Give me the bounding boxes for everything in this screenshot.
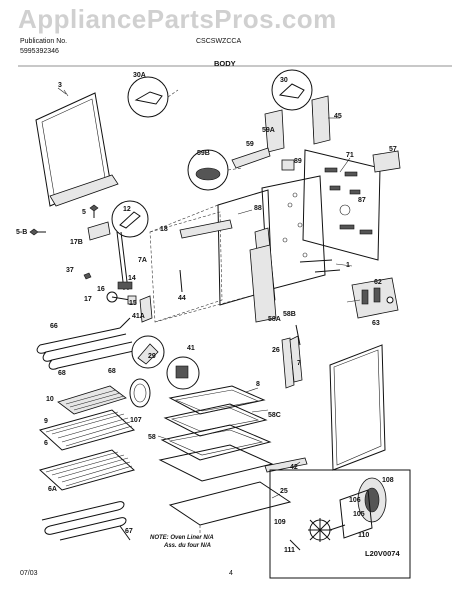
door-panel-right: [329, 344, 386, 471]
callout-15: 15: [129, 300, 137, 307]
callout-14: 14: [128, 275, 136, 282]
callout-63: 63: [372, 320, 380, 327]
part-6-rack: [38, 409, 136, 451]
part-10-broiler-pan: [57, 385, 127, 415]
callout-9: 9: [44, 418, 48, 425]
callout-12: 12: [123, 206, 131, 213]
callout-111: 111: [284, 547, 295, 554]
note-line1: NOTE: Oven Liner N/A: [150, 535, 214, 541]
callout-105: 105: [353, 511, 365, 518]
callout-107: 107: [130, 417, 142, 424]
callout-59: 59: [246, 141, 254, 148]
part-5-screws: [29, 204, 99, 236]
callout-59B: 59B: [197, 150, 210, 157]
callout-5: 5: [82, 209, 86, 216]
part-59-brackets: [231, 109, 285, 169]
callout-7: 7: [297, 360, 301, 367]
callout-25: 25: [280, 488, 288, 495]
callout-58: 58: [148, 434, 156, 441]
callout-30: 30: [280, 77, 288, 84]
part-9-drawer-pan: [158, 444, 274, 482]
callout-7A: 7A: [138, 257, 147, 264]
leader-lines: [63, 89, 361, 499]
model-number: CSCSWZCCA: [196, 38, 242, 45]
part-30-bubble: [271, 69, 313, 111]
part-8-top-tray: [168, 385, 266, 415]
section-title: BODY: [214, 59, 236, 68]
callout-58C: 58C: [268, 412, 281, 419]
callout-41: 41: [187, 345, 195, 352]
callout-41A: 41A: [132, 313, 145, 320]
callout-37: 37: [66, 267, 74, 274]
part-59B-bubble: [187, 149, 243, 191]
note-line2: Ass. du four N/A: [164, 543, 212, 549]
callout-59A: 59A: [262, 127, 275, 134]
callout-57: 57: [389, 146, 397, 153]
callout-30A: 30A: [133, 72, 146, 79]
callout-16: 16: [97, 286, 105, 293]
callout-1: 1: [346, 262, 350, 269]
callout-8: 8: [256, 381, 260, 388]
callout-66: 66: [50, 323, 58, 330]
callout-110: 110: [358, 532, 370, 539]
callout-17: 17: [84, 296, 92, 303]
callout-89: 89: [294, 158, 302, 165]
part-16-17-15: [106, 291, 137, 305]
part-66-broil-element: [36, 317, 139, 370]
part-25-bottom-panel: [168, 481, 292, 535]
callout-3: 3: [58, 82, 62, 89]
part-6A-rack: [38, 449, 136, 491]
convection-fan-assembly: [269, 469, 411, 579]
callout-5-B: 5-B: [16, 229, 28, 236]
callout-44: 44: [178, 295, 186, 302]
callout-108: 108: [382, 477, 394, 484]
part-12-bubble: [111, 200, 149, 238]
callout-6: 6: [44, 440, 48, 447]
part-58-tray: [160, 424, 272, 461]
callout-109: 109: [274, 519, 286, 526]
callout-45: 45: [334, 113, 342, 120]
callout-88: 88: [254, 205, 262, 212]
part-71-rear-panel: [302, 149, 381, 261]
publication-label: Publication No.: [20, 38, 68, 45]
callout-58B: 58B: [283, 311, 296, 318]
part-41-bubble: [166, 356, 200, 390]
publication-number: 5995392346: [20, 48, 59, 55]
callout-58A: 58A: [268, 316, 281, 323]
watermark: AppliancePartsPros.com: [18, 4, 337, 34]
part-67-bake-element: [41, 501, 131, 541]
part-29-bubble: [131, 335, 165, 369]
callout-106: 106: [349, 497, 361, 504]
callout-10: 10: [46, 396, 54, 403]
callout-42: 42: [290, 464, 298, 471]
part-45-bracket: [311, 95, 331, 145]
part-58C-frame: [163, 403, 268, 437]
part-62-63-terminal-block: [351, 277, 399, 319]
callout-68b: 68: [108, 368, 116, 375]
part-26-7-hinges: [281, 324, 303, 389]
footer-date: 07/03: [20, 570, 38, 577]
part-42-strip: [264, 457, 308, 473]
diagram-code: L20V0074: [365, 549, 400, 558]
callout-6A: 6A: [48, 486, 57, 493]
callout-67: 67: [125, 528, 133, 535]
callout-17B: 17B: [70, 239, 83, 246]
callout-87: 87: [358, 197, 366, 204]
callout-71: 71: [346, 152, 354, 159]
part-7A-14-rods: [116, 231, 133, 291]
callout-68a: 68: [58, 370, 66, 377]
part-3-door-frame: [35, 87, 119, 207]
part-107-light: [129, 378, 151, 408]
callout-62: 62: [374, 279, 382, 286]
callout-26: 26: [272, 347, 280, 354]
part-30A-bubble: [127, 76, 179, 118]
footer-page: 4: [229, 570, 233, 577]
callout-18: 18: [160, 226, 168, 233]
callout-29: 29: [148, 353, 156, 360]
